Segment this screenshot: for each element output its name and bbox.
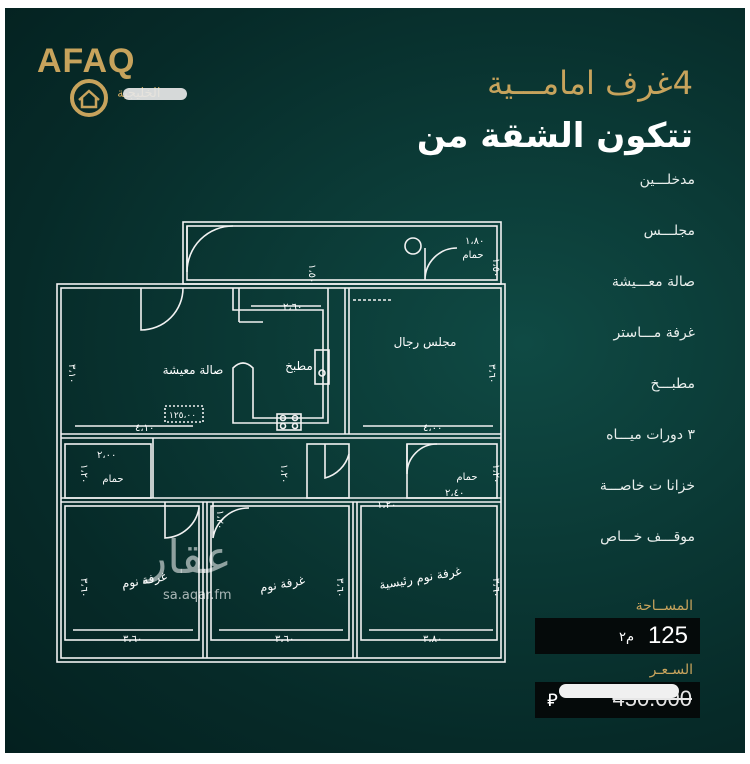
area-unit: م٢ (619, 630, 635, 645)
area-label: المســاحة (635, 598, 693, 614)
dim-majlis-w: ٤،٠٠ (423, 423, 442, 434)
feature-item: مطبـــخ (650, 376, 695, 392)
feature-item: موقـــف خـــاص (600, 529, 695, 545)
price-redaction (559, 684, 679, 698)
dim-master-w: ٣،٨٠ (423, 634, 442, 645)
dim-v2: ١،٥٠ (490, 258, 501, 277)
logo-brand: AFAQ (37, 42, 136, 80)
features-list: مدخلـــين مجلـــس صالة معـــيشة غرفة مــ… (475, 170, 695, 578)
dim-v6: ١،٢٠ (214, 510, 225, 529)
dim-v9: ٣،٦٠ (490, 578, 501, 597)
feature-item: مجلـــس (643, 223, 695, 239)
room-bath-right: حمام (456, 472, 477, 483)
room-kitchen: مطبخ (285, 359, 313, 373)
rooms-headline: 4غرف امامـــية (487, 64, 693, 102)
subtitle: تتكون الشقة من (416, 116, 693, 156)
brand-logo: AFAQ الخليجية (37, 42, 197, 132)
dim-area-tag: ١٢٥،٠٠ (169, 411, 196, 421)
dim-bath-left: ٢،٠٠ (97, 450, 116, 461)
area-box: 125 م٢ (535, 618, 700, 654)
dim-kitchen-w: ٢،٦٠ (283, 302, 302, 313)
room-living: صالة معيشة (163, 363, 224, 377)
feature-item: صالة معـــيشة (611, 274, 695, 290)
dim-bath-top: ١،٨٠ (465, 236, 484, 247)
watermark-url: sa.aqar.fm (163, 588, 232, 603)
dim-v1: ١،٥٠ (306, 264, 317, 283)
dim-living-w: ٤،١٠ (135, 423, 154, 434)
rooms-text: غرف امامـــية (487, 64, 673, 102)
feature-item: خزانا ت خاصـــة (599, 478, 695, 494)
dim-v8: ٣،٦٠ (334, 578, 345, 597)
watermark-text: عقار (145, 530, 232, 584)
dim-bed2-w: ٣،٦٠ (275, 634, 294, 645)
room-bed2: غرفة نوم (259, 573, 307, 596)
area-value: 125 (647, 622, 688, 649)
feature-item: غرفة مـــاستر (613, 325, 695, 341)
dim-v4: ١،٢٠ (278, 464, 289, 483)
room-master: غرفة نوم رئيسية (378, 564, 463, 593)
dim-living-h: ٣،١٠ (66, 364, 77, 383)
listing-card: AFAQ الخليجية 4غرف امامـــية تتكون الشقة… (5, 8, 745, 753)
dim-v7: ٣،٦٠ (78, 578, 89, 597)
dim-bath-right: ٢،٤٠ (445, 488, 464, 499)
dim-majlis-h: ٣،٦٠ (486, 364, 497, 383)
feature-item: ٣ دورات ميـــاه (606, 427, 695, 443)
room-majlis: مجلس رجال (394, 335, 457, 350)
dim-bed1-w: ٣،٦٠ (123, 634, 142, 645)
price-label: السـعـر (649, 662, 693, 678)
dim-corridor: ١،٢٠ (377, 500, 396, 511)
dimension-labels: ٤،١٠ ٣،١٠ ٤،٠٠ ٣،٦٠ ٢،٦٠ ١٢٥،٠٠ ١،٨٠ ٢،٠… (66, 236, 501, 645)
logo-redaction (123, 88, 187, 100)
rooms-count: 4 (672, 64, 693, 102)
dim-v5: ١،٢٠ (490, 464, 501, 483)
feature-item: مدخلـــين (639, 172, 695, 188)
home-key-icon (70, 79, 108, 117)
room-bath-left: حمام (102, 474, 123, 485)
riyal-icon: ⃁ (547, 690, 558, 711)
plan-walls (56, 221, 506, 663)
floor-plan: صالة معيشة مجلس رجال مطبخ حمام حمام حمام… (56, 221, 506, 663)
room-bath-top: حمام (462, 250, 483, 261)
price-box: ⃁ 450.000 (535, 682, 700, 718)
dim-v3: ١،٢٠ (78, 464, 89, 483)
